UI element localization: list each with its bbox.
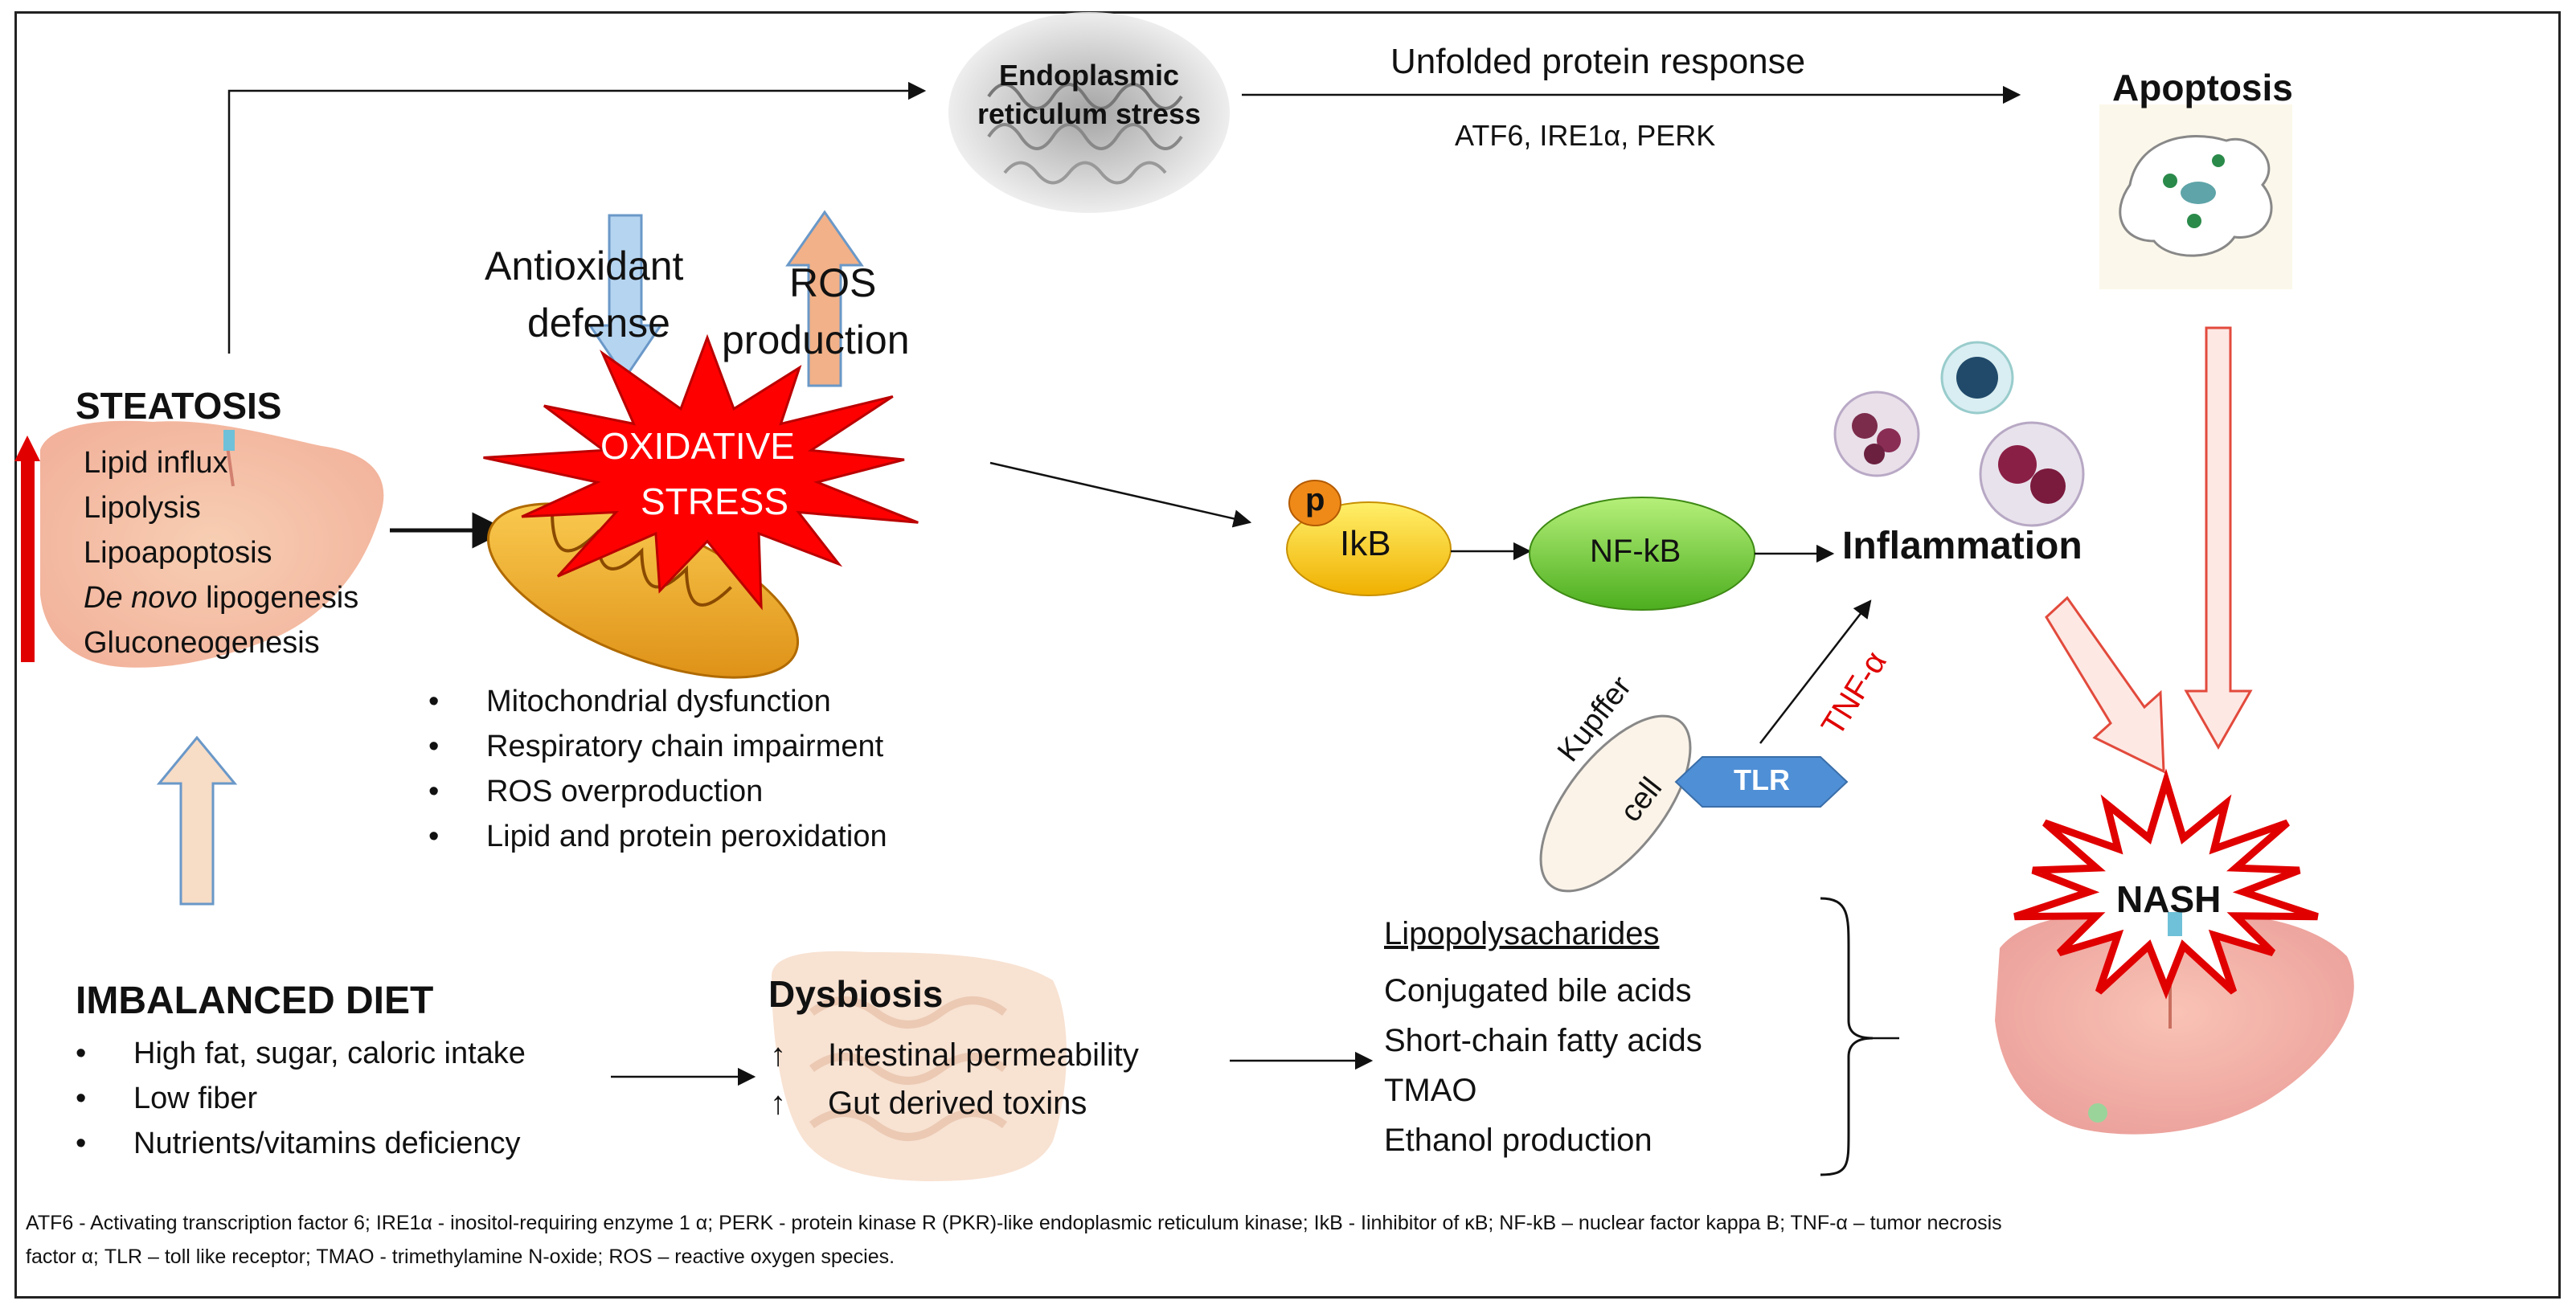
- ros-label-line1: ROS: [789, 260, 877, 305]
- diet-item: Low fiber: [69, 1076, 526, 1121]
- ros-label-line2: production: [722, 317, 910, 362]
- phospho-p-badge: [1288, 480, 1341, 526]
- metabolites-title: Lipopolysacharides: [1384, 916, 1660, 951]
- diet-item: High fat, sugar, caloric intake: [69, 1031, 526, 1076]
- er-stress-image: [948, 12, 1230, 213]
- immune-cells-image: [1833, 341, 2085, 527]
- footnote-line1: ATF6 - Activating transcription factor 6…: [26, 1212, 2002, 1234]
- intestine-image: [772, 951, 1067, 1181]
- footnote-line2: factor α; TLR – toll like receptor; TMAO…: [26, 1246, 895, 1268]
- metabolites-list: Conjugated bile acids Short-chain fatty …: [1384, 966, 1702, 1165]
- metabolite-item: Conjugated bile acids: [1384, 973, 1692, 1008]
- ikb-pill: [1286, 501, 1452, 596]
- antioxidant-label-line2: defense: [527, 301, 670, 346]
- mito-list: Mitochondrial dysfunction Respiratory ch…: [422, 679, 887, 859]
- oxidative-stress-line1: OXIDATIVE: [600, 425, 795, 467]
- tlr-label: TLR: [1734, 763, 1790, 796]
- steatosis-list: Lipid influx Lipolysis Lipoapoptosis De …: [84, 440, 358, 665]
- dysbiosis-item: ↑Intestinal permeability: [770, 1031, 1139, 1079]
- phospho-p-label: p: [1305, 482, 1325, 517]
- up-arrow-glyph: ↑: [770, 1037, 786, 1073]
- denovo-italic: De novo: [84, 581, 198, 615]
- mito-item: Respiratory chain impairment: [422, 724, 887, 769]
- diet-title: IMBALANCED DIET: [76, 980, 434, 1022]
- oxidative-stress-burst: [483, 333, 919, 611]
- nash-label: NASH: [2116, 878, 2222, 920]
- denovo-rest: lipogenesis: [197, 581, 359, 615]
- apoptosis-label: Apoptosis: [2112, 67, 2293, 108]
- figure-frame: [14, 11, 2561, 1299]
- up-arrow-glyph: ↑: [770, 1086, 786, 1121]
- ikb-label: IkB: [1340, 524, 1391, 563]
- dysbiosis-title: Dysbiosis: [768, 973, 944, 1015]
- diet-up-arrow-icon: [156, 735, 238, 906]
- diet-list: High fat, sugar, caloric intake Low fibe…: [69, 1031, 526, 1166]
- steatosis-item: Lipid influx: [84, 446, 228, 480]
- steatosis-item: Lipoapoptosis: [84, 536, 272, 570]
- nfkb-label: NF-kB: [1590, 534, 1681, 569]
- dysbiosis-item: ↑Gut derived toxins: [770, 1079, 1139, 1127]
- mito-item: Lipid and protein peroxidation: [422, 814, 887, 859]
- diet-item: Nutrients/vitamins deficiency: [69, 1121, 526, 1166]
- apoptosis-nash-arrow-icon: [2184, 326, 2253, 751]
- curly-bracket: [1820, 897, 1874, 1176]
- metabolite-item: Ethanol production: [1384, 1123, 1652, 1158]
- upr-mediators: ATF6, IRE1α, PERK: [1455, 119, 1716, 152]
- steatosis-liver-icon: [40, 420, 384, 668]
- ros-up-arrow-icon: [785, 210, 864, 387]
- kupffer-cell-shape: [1539, 714, 1692, 893]
- mito-item: ROS overproduction: [422, 769, 887, 814]
- apoptotic-cell-icon: [2099, 104, 2292, 289]
- mitochondrion-icon: [486, 502, 800, 679]
- er-stress-label: Endoplasmic reticulum stress: [977, 59, 1202, 130]
- inflammation-label: Inflammation: [1842, 525, 2083, 567]
- red-up-arrow-icon: [14, 436, 40, 662]
- nash-burst: [2013, 768, 2319, 1000]
- tlr-hexagon: [1674, 756, 1849, 808]
- antioxidant-label-line1: Antioxidant: [485, 243, 684, 288]
- steatosis-item: Gluconeogenesis: [84, 626, 320, 660]
- upr-label: Unfolded protein response: [1390, 42, 1806, 81]
- steatosis-item: Lipolysis: [84, 491, 201, 525]
- inflammation-nash-arrow-icon: [2045, 595, 2165, 774]
- metabolite-item: Short-chain fatty acids: [1384, 1023, 1702, 1058]
- dysbiosis-list: ↑Intestinal permeability ↑Gut derived to…: [770, 1031, 1139, 1127]
- steatosis-item-denovo: De novo lipogenesis: [84, 575, 358, 620]
- oxidative-stress-line2: STRESS: [641, 481, 789, 522]
- mito-item: Mitochondrial dysfunction: [422, 679, 887, 724]
- metabolite-item: TMAO: [1384, 1073, 1477, 1108]
- steatosis-title: STEATOSIS: [76, 385, 282, 427]
- antioxidant-down-arrow-icon: [588, 214, 663, 380]
